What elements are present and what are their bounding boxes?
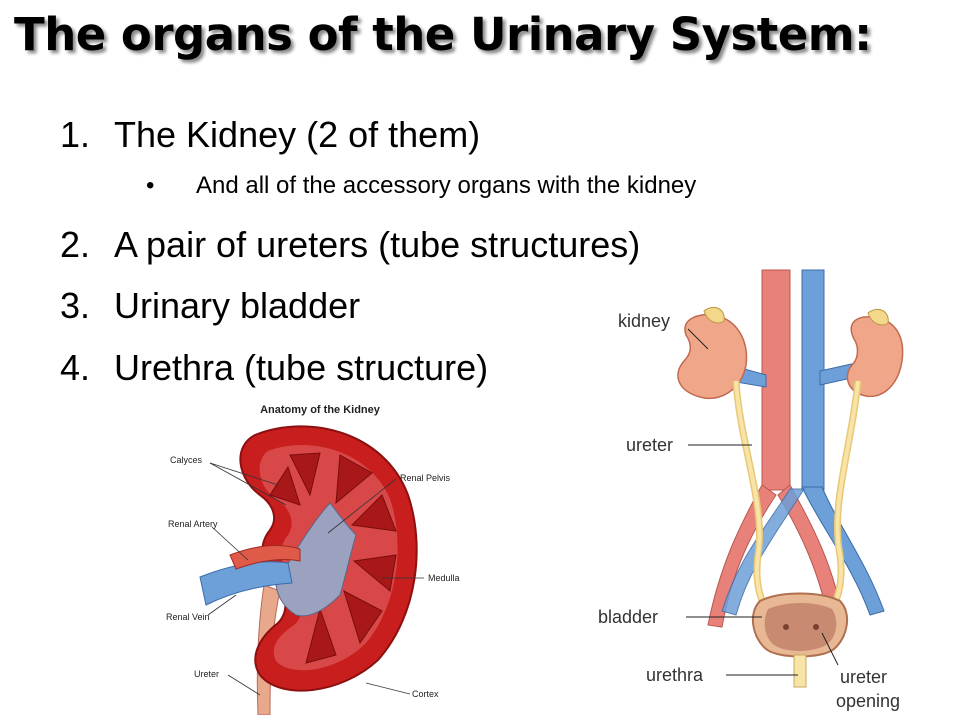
urinary-system-diagram: kidney ureter bladder urethra ureter ope… <box>598 269 904 711</box>
list-number: 4. <box>60 347 91 388</box>
label-ureter-opening-line1: ureter <box>840 667 887 687</box>
label-bladder: bladder <box>598 607 658 627</box>
sub-bullet: • And all of the accessory organs with th… <box>146 172 696 200</box>
bladder-inner <box>764 603 837 651</box>
label-kidney: kidney <box>618 311 670 331</box>
list-text: The Kidney (2 of them) <box>114 114 481 155</box>
label-urethra: urethra <box>646 665 704 685</box>
list-text: Urethra (tube structure) <box>114 347 489 388</box>
label-medulla: Medulla <box>428 573 460 583</box>
list-item-ureters: 2. A pair of ureters (tube structures) <box>60 224 640 266</box>
label-cortex: Cortex <box>412 689 439 699</box>
left-ureter-inner <box>734 380 772 617</box>
list-item-urethra: 4. Urethra (tube structure) <box>60 347 488 389</box>
slide-title: The organs of the Urinary System: <box>14 8 872 61</box>
urethra <box>793 654 807 688</box>
list-item-bladder: 3. Urinary bladder <box>60 285 360 327</box>
label-ureter: ureter <box>626 435 673 455</box>
renal-artery-vessel <box>229 545 301 570</box>
list-number: 2. <box>60 224 91 265</box>
ureter-opening-left <box>783 624 789 630</box>
kidney-anatomy-diagram: Anatomy of the Kidney <box>166 404 460 715</box>
list-number: 1. <box>60 114 91 155</box>
list-number: 3. <box>60 285 91 326</box>
renal-pelvis-shape <box>275 502 357 617</box>
list-item-kidney: 1. The Kidney (2 of them) <box>60 114 480 156</box>
label-ureter-kidney: Ureter <box>194 669 219 679</box>
right-kidney <box>846 316 904 398</box>
left-adrenal-gland <box>703 306 725 324</box>
right-adrenal-gland <box>867 308 889 326</box>
bullet-marker: • <box>146 172 155 199</box>
left-iliac-vein <box>721 488 805 616</box>
ureter-opening-right <box>813 624 819 630</box>
label-renal-artery: Renal Artery <box>168 519 218 529</box>
label-ureter-opening-line2: opening <box>836 691 900 711</box>
label-calyces: Calyces <box>170 455 203 465</box>
label-renal-vein: Renal Vein <box>166 612 210 622</box>
sub-bullet-text: And all of the accessory organs with the… <box>196 172 697 199</box>
medulla-pyramids <box>269 452 397 664</box>
kidney-leader-lines <box>207 462 424 696</box>
urinary-leader-lines <box>686 328 839 676</box>
kidney-figure-title: Anatomy of the Kidney <box>260 404 381 416</box>
label-renal-pelvis: Renal Pelvis <box>400 473 451 483</box>
renal-vein-vessel <box>199 561 293 606</box>
list-text: Urinary bladder <box>114 285 361 326</box>
list-text: A pair of ureters (tube structures) <box>114 224 641 265</box>
